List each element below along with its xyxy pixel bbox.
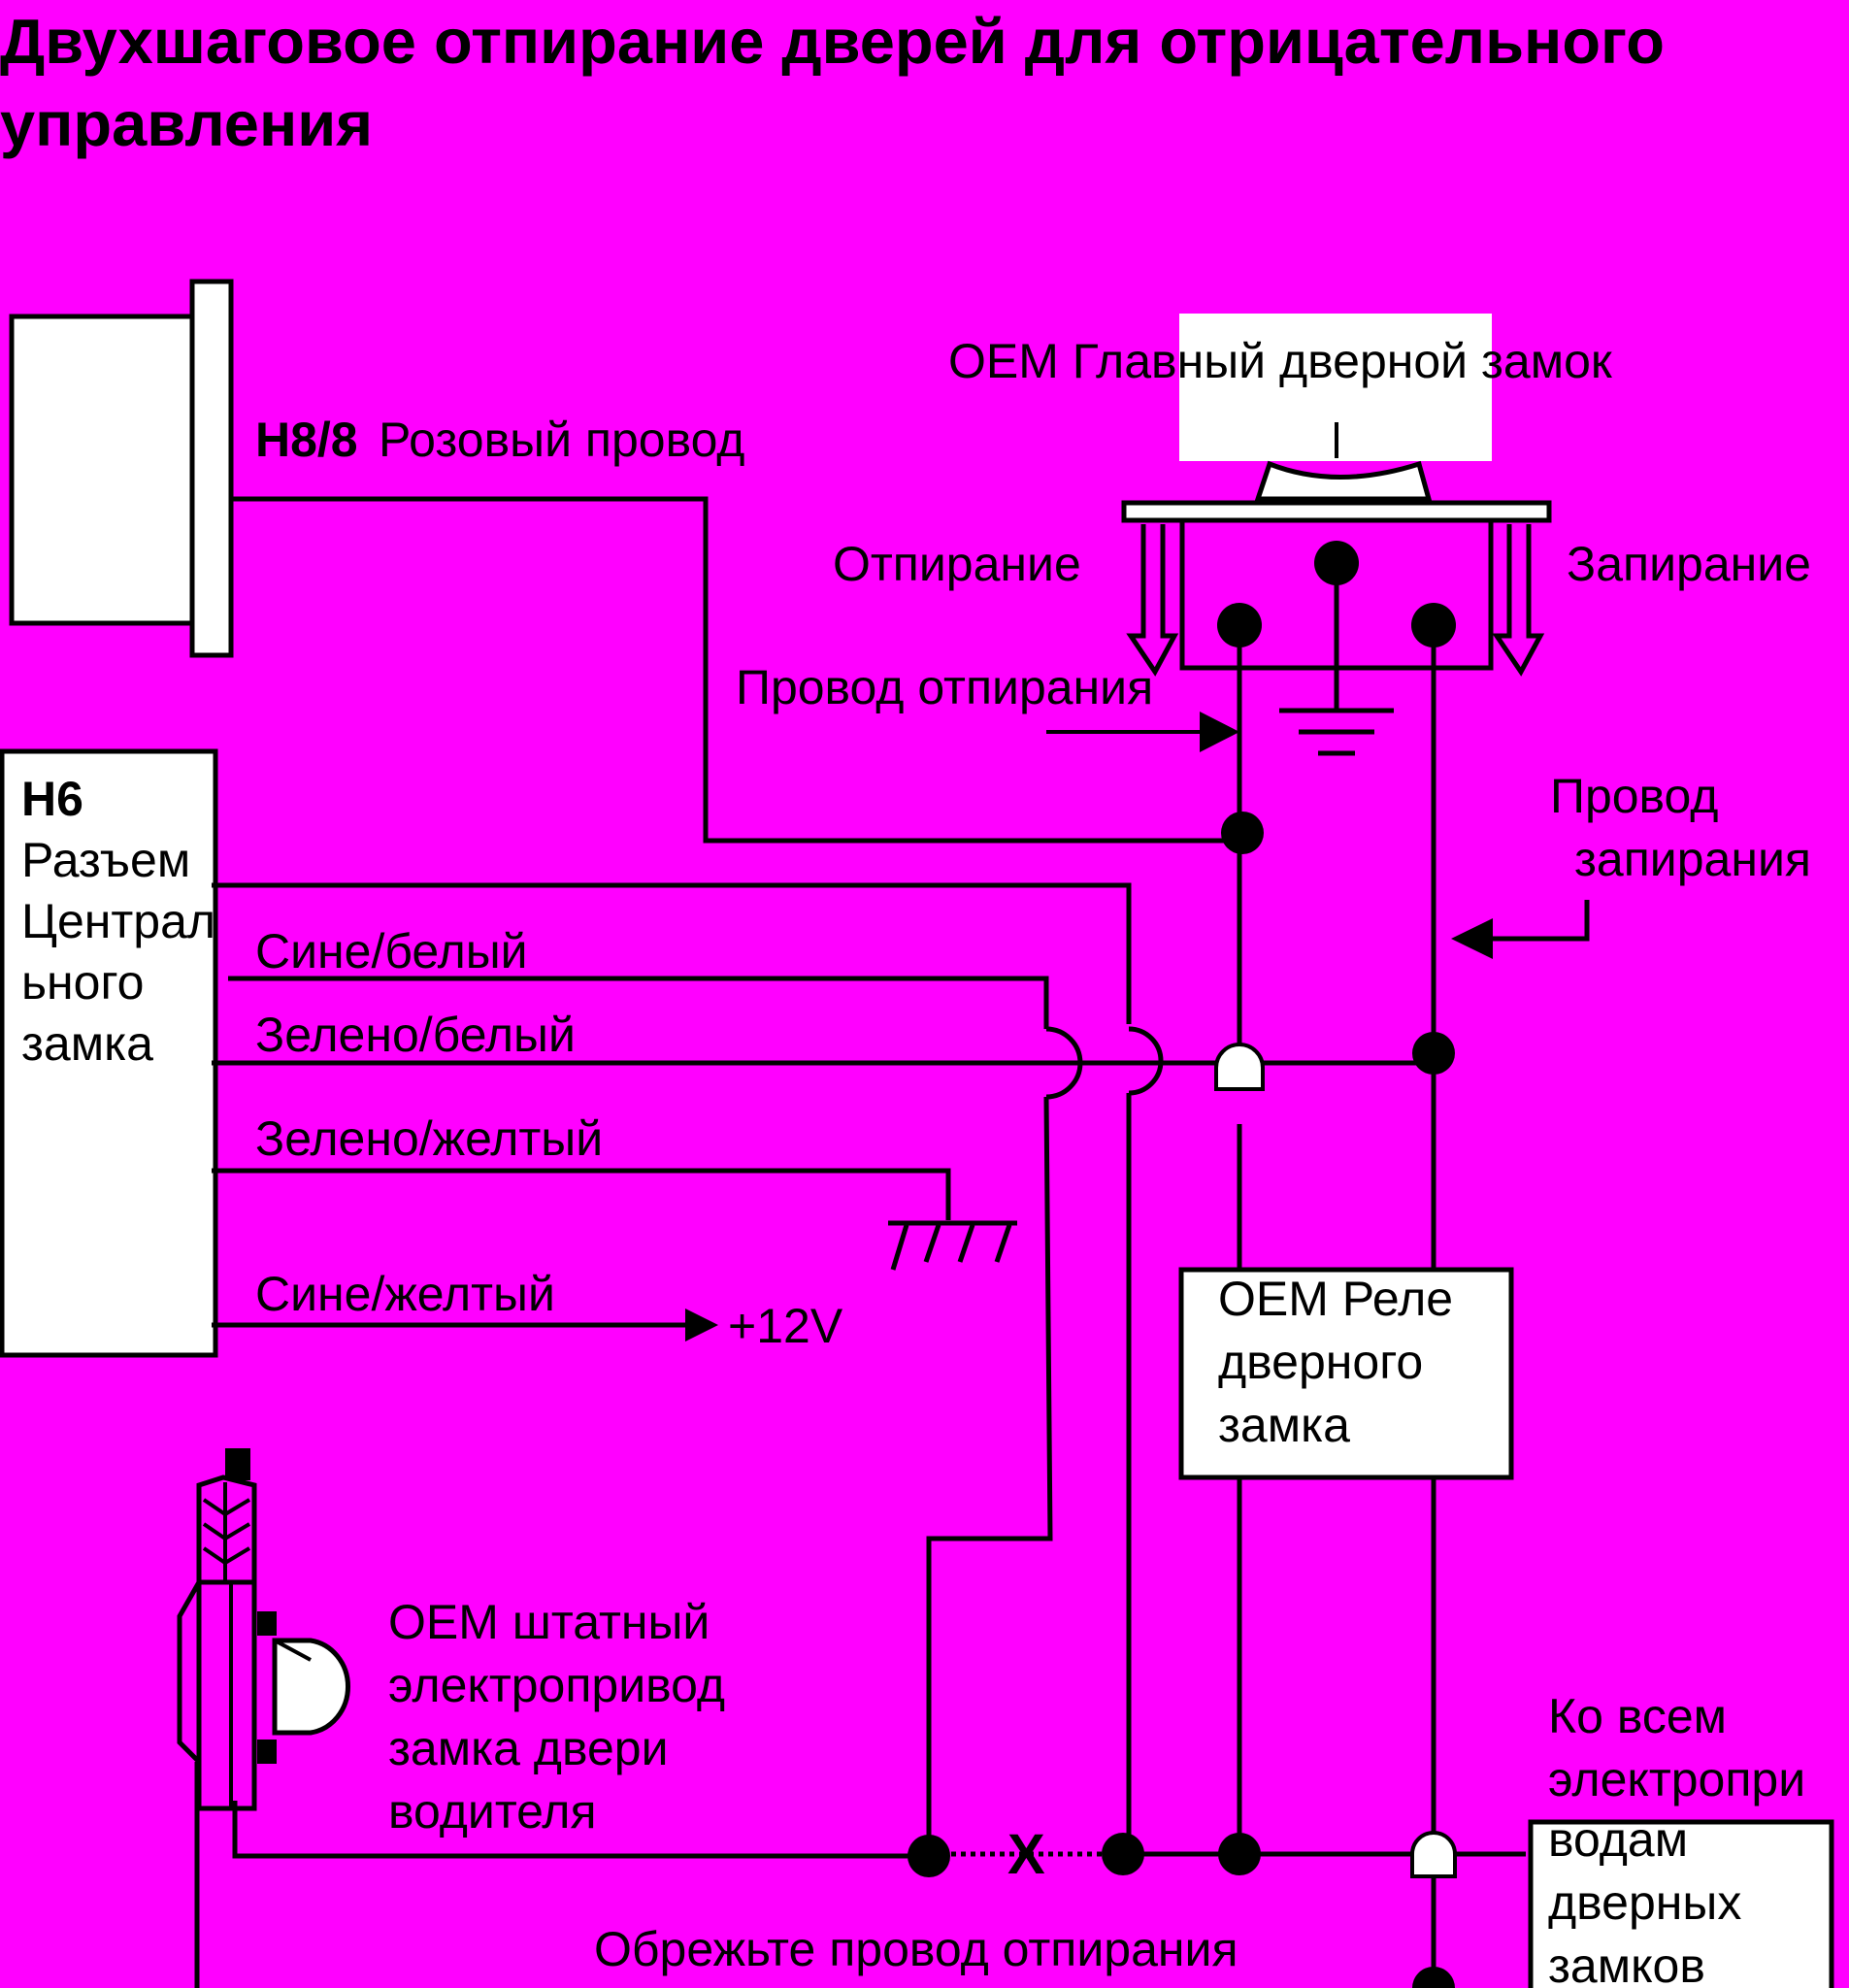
oem-relay-box bbox=[1178, 1267, 1514, 1480]
green-yellow-label: Зелено/желтый bbox=[255, 1111, 603, 1166]
blue-yellow-label: Сине/желтый bbox=[255, 1267, 555, 1321]
junction-bottom-1 bbox=[908, 1835, 950, 1877]
blue-white-label: Сине/белый bbox=[255, 924, 528, 978]
actuator-wire bbox=[232, 1801, 929, 1859]
lock-wire-label-1: Провод bbox=[1550, 769, 1718, 823]
relay-line-3: замка bbox=[1218, 1398, 1350, 1452]
actuator-line-3: замка двери bbox=[388, 1721, 669, 1775]
h6-line-1: Разъем bbox=[21, 833, 190, 887]
h6-upper-wire bbox=[212, 882, 1132, 1024]
blue-white-wire bbox=[228, 976, 1049, 1029]
h6-line-4: замка bbox=[21, 1016, 153, 1071]
actuator-line-1: OEM штатный bbox=[388, 1595, 710, 1649]
lock-wire-arrow bbox=[1451, 900, 1590, 959]
junction-bottom-3 bbox=[1218, 1833, 1261, 1875]
junction-bottom-2 bbox=[1102, 1833, 1144, 1875]
oem-main-lock-label: OEM Главный дверной замок bbox=[948, 334, 1613, 388]
lock-label: Запирание bbox=[1567, 537, 1811, 591]
to-all-actuators-box bbox=[1528, 1819, 1834, 1988]
to-all-line-2: электропри bbox=[1548, 1752, 1805, 1806]
relay-line-2: дверного bbox=[1218, 1335, 1423, 1389]
chassis-ground-symbol bbox=[888, 1220, 1017, 1271]
unlock-wire-label: Провод отпирания bbox=[736, 660, 1153, 714]
junction-pink bbox=[1221, 812, 1264, 854]
lock-wire-label-2: запирания bbox=[1574, 832, 1811, 886]
cut-mark: X bbox=[1007, 1823, 1045, 1886]
driver-door-actuator bbox=[177, 1448, 351, 1988]
unlock-wire-arrow bbox=[1046, 712, 1239, 752]
relay-line-1: OEM Реле bbox=[1218, 1272, 1453, 1326]
cut-unlock-wire-label: Обрежьте провод отпирания bbox=[594, 1922, 1238, 1976]
actuator-line-4: водителя bbox=[388, 1784, 597, 1839]
green-white-label: Зелено/белый bbox=[255, 1008, 576, 1062]
h6-line-2: Централ bbox=[21, 894, 215, 948]
plus12v-label: +12V bbox=[728, 1299, 843, 1353]
h6-connector-box bbox=[0, 748, 218, 1358]
title-line-1: Двухшаговое отпирание дверей для отрицат… bbox=[0, 6, 1665, 77]
h88-code-label: H8/8 bbox=[255, 413, 358, 467]
green-yellow-wire bbox=[212, 1168, 951, 1220]
alarm-module-h8 bbox=[9, 279, 234, 658]
to-all-line-5: замков bbox=[1548, 1938, 1705, 1988]
pink-wire bbox=[231, 496, 1242, 844]
blue-yellow-wire bbox=[212, 1309, 718, 1342]
pink-wire-label: Розовый провод bbox=[379, 413, 744, 467]
to-all-line-4: дверных bbox=[1548, 1875, 1741, 1930]
actuator-line-2: электропривод bbox=[388, 1658, 725, 1712]
h6-line-3: ьного bbox=[21, 955, 144, 1010]
to-all-line-1: Ко всем bbox=[1548, 1689, 1727, 1743]
unlock-label: Отпирание bbox=[833, 537, 1081, 591]
title-line-2: управления bbox=[0, 88, 373, 159]
to-all-line-3: водам bbox=[1548, 1812, 1688, 1867]
junction-lock-green-white bbox=[1412, 1032, 1455, 1075]
h6-code: H6 bbox=[21, 772, 83, 826]
